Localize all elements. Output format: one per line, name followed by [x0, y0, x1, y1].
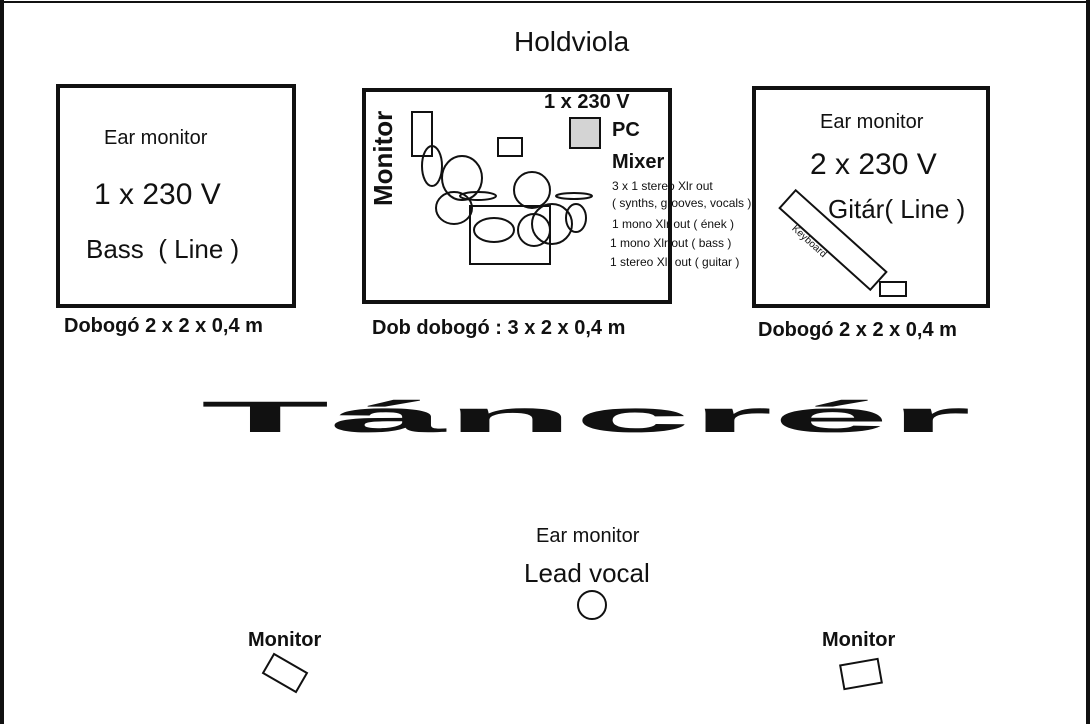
- monitor-left-label: Monitor: [248, 629, 322, 651]
- drum-snare: [473, 217, 515, 243]
- pc-label: PC: [612, 119, 640, 141]
- mixer-output-1: 3 x 1 stereo Xlr out: [612, 179, 713, 193]
- monitor-right-label: Monitor: [822, 629, 896, 651]
- right-stage-box: [752, 86, 990, 308]
- left-stage-box: [56, 84, 296, 308]
- lead-vocal-label: Lead vocal: [524, 558, 650, 588]
- dance-floor-label: Táncrér: [201, 393, 971, 442]
- monitor-wedge-right: [839, 657, 883, 691]
- drum-monitor-label: Monitor: [368, 110, 398, 206]
- drum-tom-3: [513, 171, 551, 209]
- drum-hihat: [421, 145, 443, 187]
- left-platform-label: Dobogó 2 x 2 x 0,4 m: [64, 315, 263, 337]
- drum-power-label: 1 x 230 V: [544, 91, 630, 113]
- mixer-output-3: 1 mono Xlr out ( ének ): [612, 217, 735, 231]
- right-small-box: [879, 281, 907, 297]
- drum-platform-label: Dob dobogó : 3 x 2 x 0,4 m: [372, 317, 626, 339]
- mixer-label: Mixer: [612, 151, 665, 173]
- drum-cymbal-2: [531, 203, 573, 245]
- dance-floor-title: Táncrér: [201, 393, 971, 442]
- mixer-output-5: 1 stereo Xlr out ( guitar ): [610, 255, 740, 269]
- drum-tom-1: [441, 155, 483, 201]
- drum-cymbal-1: [459, 191, 497, 201]
- right-power-label: 2 x 230 V: [810, 148, 937, 181]
- drum-tom-2: [435, 191, 473, 225]
- monitor-wedge-left: [261, 652, 309, 694]
- keyboard-shape: [778, 188, 888, 292]
- mixer-output-4: 1 mono Xlr out ( bass ): [610, 236, 732, 250]
- drum-stage-box: [362, 88, 672, 304]
- pc-box: [569, 117, 601, 149]
- venue-title: Holdviola: [514, 26, 630, 57]
- right-ear-monitor-label: Ear monitor: [820, 111, 924, 133]
- drum-small-box: [497, 137, 523, 157]
- right-input-label: Gitár( Line ): [828, 194, 966, 224]
- right-platform-label: Dobogó 2 x 2 x 0,4 m: [758, 319, 957, 341]
- drum-cymbal-3: [565, 203, 587, 233]
- left-input-label: Bass ( Line ): [86, 234, 240, 264]
- left-ear-monitor-label: Ear monitor: [104, 127, 208, 149]
- drum-monitor-wedge: [411, 111, 433, 157]
- front-ear-monitor-label: Ear monitor: [536, 525, 640, 547]
- lead-vocal-position: [577, 590, 607, 620]
- mixer-output-2: ( synths, grooves, vocals ): [612, 196, 752, 210]
- left-power-label: 1 x 230 V: [94, 178, 221, 211]
- drum-cymbal-4: [555, 192, 593, 200]
